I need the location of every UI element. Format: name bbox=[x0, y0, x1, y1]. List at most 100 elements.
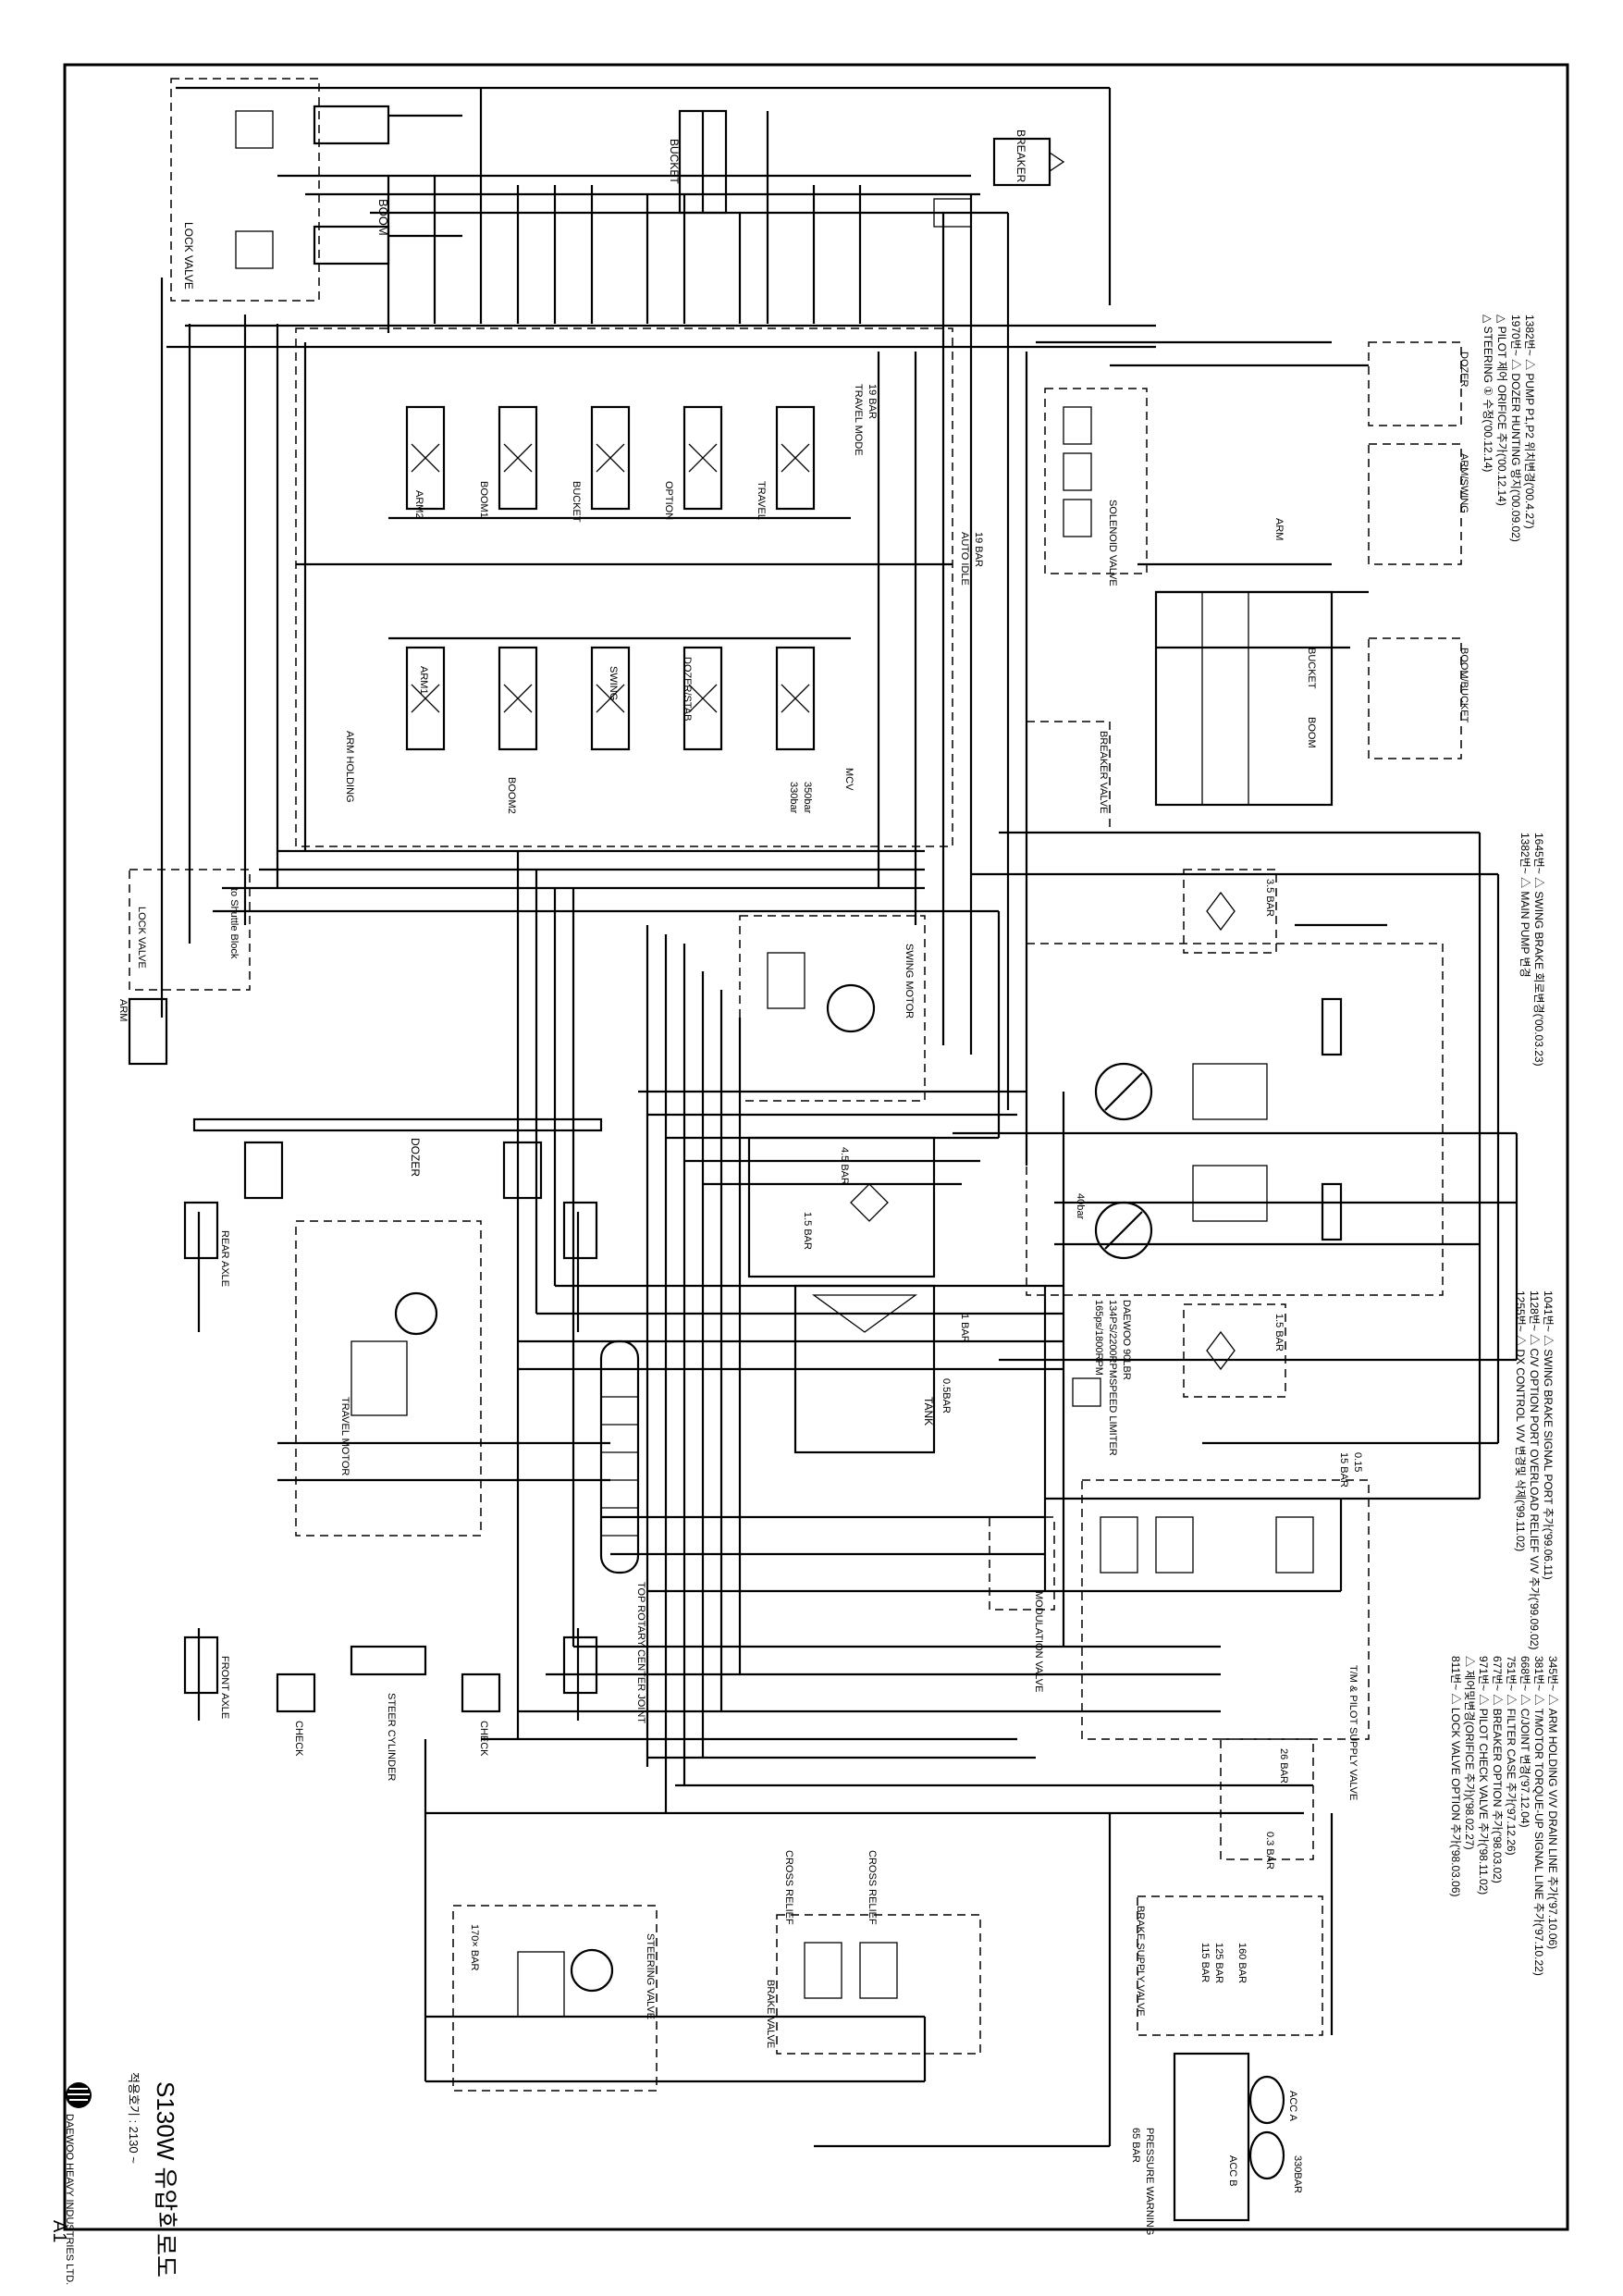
dozer-joystick-label: DOZER bbox=[1458, 352, 1469, 388]
revision-top-1: 1382번~ △ PUMP P1,P2 위치변경('00.4.27) bbox=[1523, 315, 1536, 529]
model-title: S130W 유압회로도 bbox=[152, 2081, 179, 2277]
center-rotary-joint: TOP ROTARY CENTER JOINT bbox=[599, 1339, 646, 1723]
revision-bottom-6: 971번~ △ PILOT CHECK VALVE 추가('98.11.02) bbox=[1477, 1656, 1490, 1895]
revision-mid-2: 1382번~ △ MAIN PUMP 변경 bbox=[1518, 833, 1531, 978]
arm1-label: ARM1 bbox=[418, 666, 429, 695]
revision-lower-2: 1128번~ △ C/V OPTION PORT OVERLOAD RELIEF… bbox=[1528, 1290, 1541, 1650]
accumulators: ACC A ACC B PRESSURE WARNING 65 BAR 330B… bbox=[1130, 2052, 1303, 2235]
brake-supply-valve: BRAKE SUPPLY VALVE 115 BAR 125 BAR 160 B… bbox=[1135, 1895, 1323, 2036]
revision-mid-1: 1645번~ △ SWING BRAKE 회로변경('00.03.23) bbox=[1532, 833, 1545, 1067]
auto-idle-pressure: 19 BAR bbox=[973, 532, 984, 567]
revision-bottom-5: 677번~ △ BREAKER OPTION 추가('98.03.02) bbox=[1491, 1656, 1504, 1883]
return-block: 4.5 BAR 1.5 BAR bbox=[747, 1136, 936, 1278]
revision-bottom-8: 811번~ △ LOCK VALVE OPTION 추가('98.03.06) bbox=[1449, 1656, 1462, 1897]
acc-b-label: ACC B bbox=[1227, 2155, 1238, 2187]
dozer-label: DOZER bbox=[409, 1138, 422, 1177]
check-left-label: CHECK bbox=[293, 1721, 304, 1757]
travel-motor: TRAVEL MOTOR bbox=[295, 1220, 482, 1537]
relief-350: 350bar bbox=[802, 782, 813, 814]
speed-limiter: SPEED LIMITER bbox=[1072, 1377, 1118, 1456]
rear-axle: REAR AXLE bbox=[183, 1201, 598, 1332]
option-spool-label: OPTION bbox=[663, 481, 674, 520]
boom-bucket-label: BOOM/BUCKET bbox=[1458, 648, 1469, 723]
revision-notes-mid: 1645번~ △ SWING BRAKE 회로변경('00.03.23) 138… bbox=[1518, 833, 1545, 1067]
pressure-0-3bar: 0.3 BAR bbox=[1264, 1832, 1275, 1870]
pilot-supply-label: T/M & PILOT SUPPLY VALVE bbox=[1347, 1665, 1359, 1800]
daewoo-logo-icon bbox=[66, 2082, 92, 2108]
boom-pilot-label: BOOM bbox=[1306, 717, 1317, 748]
revision-top-2: 1970번~ △ DOZER HUNTING 방지('00.09.02) bbox=[1509, 315, 1522, 542]
brake-pressure-115: 115 BAR bbox=[1199, 1943, 1211, 1982]
solenoid-valve-block: SOLENOID VALVE bbox=[1044, 388, 1148, 586]
bucket-spool-label: BUCKET bbox=[571, 481, 582, 523]
revision-bottom-3: 668번~ △ C/JOINT 변경('97.12.04) bbox=[1518, 1656, 1531, 1828]
joystick-dozer: DOZER bbox=[1368, 341, 1469, 426]
arm-lock-valve: to Shuttle Block LOCK VALVE ARM bbox=[117, 869, 251, 1066]
arm2-label: ARM2 bbox=[413, 490, 424, 519]
revision-bottom-7: △ 제어및변경(ORIFICE 추가)('98.02.27) bbox=[1463, 1656, 1476, 1850]
pump-pressure-40: 40bar bbox=[1075, 1193, 1086, 1219]
shuttle-block-label: to Shuttle Block bbox=[228, 888, 240, 959]
dozer-blade: DOZER bbox=[192, 1117, 603, 1200]
arm-lock-valve-label: LOCK VALVE bbox=[136, 907, 147, 969]
swing-motor-label: SWING MOTOR bbox=[904, 944, 915, 1018]
pressure-warning-label: PRESSURE WARNING bbox=[1144, 2128, 1155, 2235]
dozer-stab-label: DOZER/STAB bbox=[682, 657, 693, 721]
breaker-label: BREAKER bbox=[1014, 130, 1027, 183]
revision-notes-top: 1382번~ △ PUMP P1,P2 위치변경('00.4.27) 1970번… bbox=[1482, 315, 1536, 542]
pressure-0-15: 0.15 bbox=[1352, 1452, 1363, 1472]
brake-supply-label: BRAKE SUPPLY VALVE bbox=[1135, 1906, 1146, 2017]
tank-pressure-1bar: 1 BAR bbox=[959, 1314, 970, 1343]
filter-pressure-3-5: 3.5 BAR bbox=[1264, 879, 1275, 917]
travel-mode-pressure: 19 BAR bbox=[867, 384, 878, 419]
drain-filter: 1.5 BAR bbox=[1183, 1303, 1286, 1398]
relief-330: 330bar bbox=[788, 782, 799, 814]
check-right-label: CHECK bbox=[478, 1721, 489, 1757]
arm-swing-label: ARM/SWING bbox=[1458, 453, 1469, 513]
arm-holding-label: ARM HOLDING bbox=[344, 731, 355, 803]
breaker-unit: BREAKER bbox=[933, 130, 1065, 228]
front-axle: FRONT AXLE STEER CYLINDER CHECK CHECK bbox=[183, 1628, 598, 1781]
return-pressure-4-5: 4.5 BAR bbox=[839, 1147, 850, 1185]
rear-axle-label: REAR AXLE bbox=[219, 1230, 230, 1287]
steer-cylinder-label: STEER CYLINDER bbox=[386, 1693, 397, 1781]
warning-pressure-65: 65 BAR bbox=[1130, 2128, 1141, 2163]
revision-lower-1: 1041번~ △ SWING BRAKE SIGNAL PORT 추가('99.… bbox=[1542, 1290, 1555, 1580]
speed-limiter-label: SPEED LIMITER bbox=[1107, 1378, 1118, 1456]
joystick-boom-bucket: BOOM/BUCKET bbox=[1368, 637, 1469, 759]
main-pump: DAEWOO 90LBR 134PS/2200RPM 165ps/1800RPM… bbox=[1026, 943, 1444, 1380]
brake-valve: CROSS RELIEF CROSS RELIEF BRAKE VALVE bbox=[765, 1850, 981, 2055]
travel-spool-label: TRAVEL bbox=[756, 481, 767, 520]
revision-top-3: △ PILOT 제어 ORIFICE 추가('00.12.14) bbox=[1495, 315, 1508, 506]
revision-bottom-4: 751번~ △ FILTER CASE 추가('97.12.26) bbox=[1505, 1656, 1518, 1856]
acc-a-label: ACC A bbox=[1287, 2091, 1298, 2122]
title-block: S130W 유압회로도 적용호기 : 2130 ~ DAEWOO HEAVY I… bbox=[49, 2072, 179, 2285]
swing-spool-label: SWING bbox=[608, 666, 619, 700]
joystick-arm-swing: ARM/SWING bbox=[1368, 443, 1469, 565]
tank-label: TANK bbox=[922, 1397, 935, 1426]
bucket-pilot-label: BUCKET bbox=[1306, 648, 1317, 689]
travel-motor-label: TRAVEL MOTOR bbox=[339, 1397, 350, 1475]
main-control-valve: BOOM1 BUCKET OPTION TRAVEL ARM2 ARM1 BOO… bbox=[295, 327, 984, 847]
breaker-valve-block: BREAKER VALVE bbox=[1026, 721, 1111, 833]
brake-pressure-125: 125 BAR bbox=[1213, 1943, 1224, 1983]
revision-bottom-2: 381번~ △ T/MOTOR TORQUE-UP SIGNAL LINE 추가… bbox=[1532, 1656, 1545, 1976]
mcv-label: MCV bbox=[843, 768, 855, 791]
auto-idle-label: AUTO IDLE bbox=[959, 532, 970, 586]
revision-top-4: △ STEERING ① 수정('00.12.14) bbox=[1482, 315, 1494, 472]
lock-valve-label: LOCK VALVE bbox=[182, 222, 195, 290]
pump-spec-2: 134PS/2200RPM bbox=[1107, 1300, 1118, 1378]
brake-valve-label: BRAKE VALVE bbox=[765, 1980, 776, 2048]
cross-relief-right-label: CROSS RELIEF bbox=[867, 1850, 878, 1925]
travel-mode-label: TRAVEL MODE bbox=[853, 384, 864, 456]
rotary-joint-label: TOP ROTARY CENTER JOINT bbox=[635, 1582, 646, 1723]
acc-pressure-330: 330BAR bbox=[1292, 2155, 1303, 2193]
hydraulic-tank: TANK 0.5BAR 1 BAR bbox=[793, 1284, 970, 1454]
modulation-valve-label: MODULATION VALVE bbox=[1033, 1591, 1044, 1692]
arm-pilot-label: ARM bbox=[1273, 518, 1285, 540]
revision-notes-bottom: 345번~ △ ARM HOLDING V/V DRAIN LINE 추가('9… bbox=[1449, 1656, 1559, 1976]
boom1-label: BOOM1 bbox=[478, 481, 489, 518]
boom-cylinder-group: BOOM LOCK VALVE bbox=[170, 78, 462, 302]
pressure-26bar: 26 BAR bbox=[1278, 1748, 1289, 1784]
